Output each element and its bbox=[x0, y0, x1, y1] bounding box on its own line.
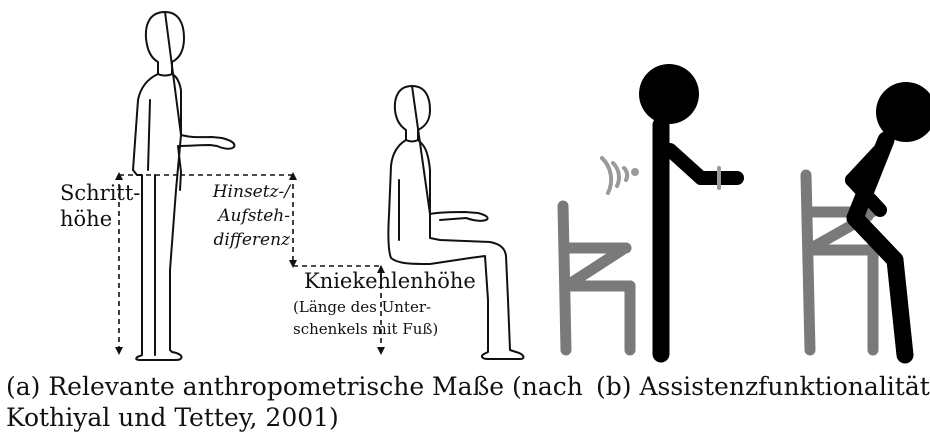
sit-stand-difference-line2: Aufsteh- bbox=[202, 204, 290, 228]
stick-figure-standing bbox=[639, 64, 737, 354]
caption-a-line1: (a) Relevante anthropometrische Maße (na… bbox=[6, 371, 583, 402]
crotch-height-label-line1: Schritt- bbox=[60, 180, 140, 206]
seated-human-outline bbox=[388, 86, 523, 359]
crotch-height-label: Schritt- höhe bbox=[60, 180, 140, 232]
wireless-signal-icon bbox=[602, 158, 637, 193]
popliteal-height-label: Kniekehlenhöhe bbox=[304, 268, 476, 294]
sit-stand-difference-line3: differenz bbox=[202, 228, 290, 252]
caption-a-line2: Kothiyal und Tettey, 2001) bbox=[6, 402, 583, 433]
chair-left bbox=[563, 206, 630, 350]
stick-figure-sitting bbox=[852, 82, 930, 355]
lower-leg-length-line1: (Länge des Unter- bbox=[293, 296, 375, 318]
lower-leg-length-note: (Länge des Unter- schenkels mit Fuß) bbox=[293, 296, 375, 340]
sit-stand-difference-label: Hinsetz-/ Aufsteh- differenz bbox=[202, 180, 290, 252]
sit-stand-difference-line1: Hinsetz-/ bbox=[202, 180, 290, 204]
crotch-height-label-line2: höhe bbox=[60, 206, 140, 232]
caption-a: (a) Relevante anthropometrische Maße (na… bbox=[6, 371, 583, 433]
caption-b: (b) Assistenzfunktionalität bbox=[596, 371, 930, 402]
lower-leg-length-line2: schenkels mit Fuß) bbox=[293, 318, 375, 340]
